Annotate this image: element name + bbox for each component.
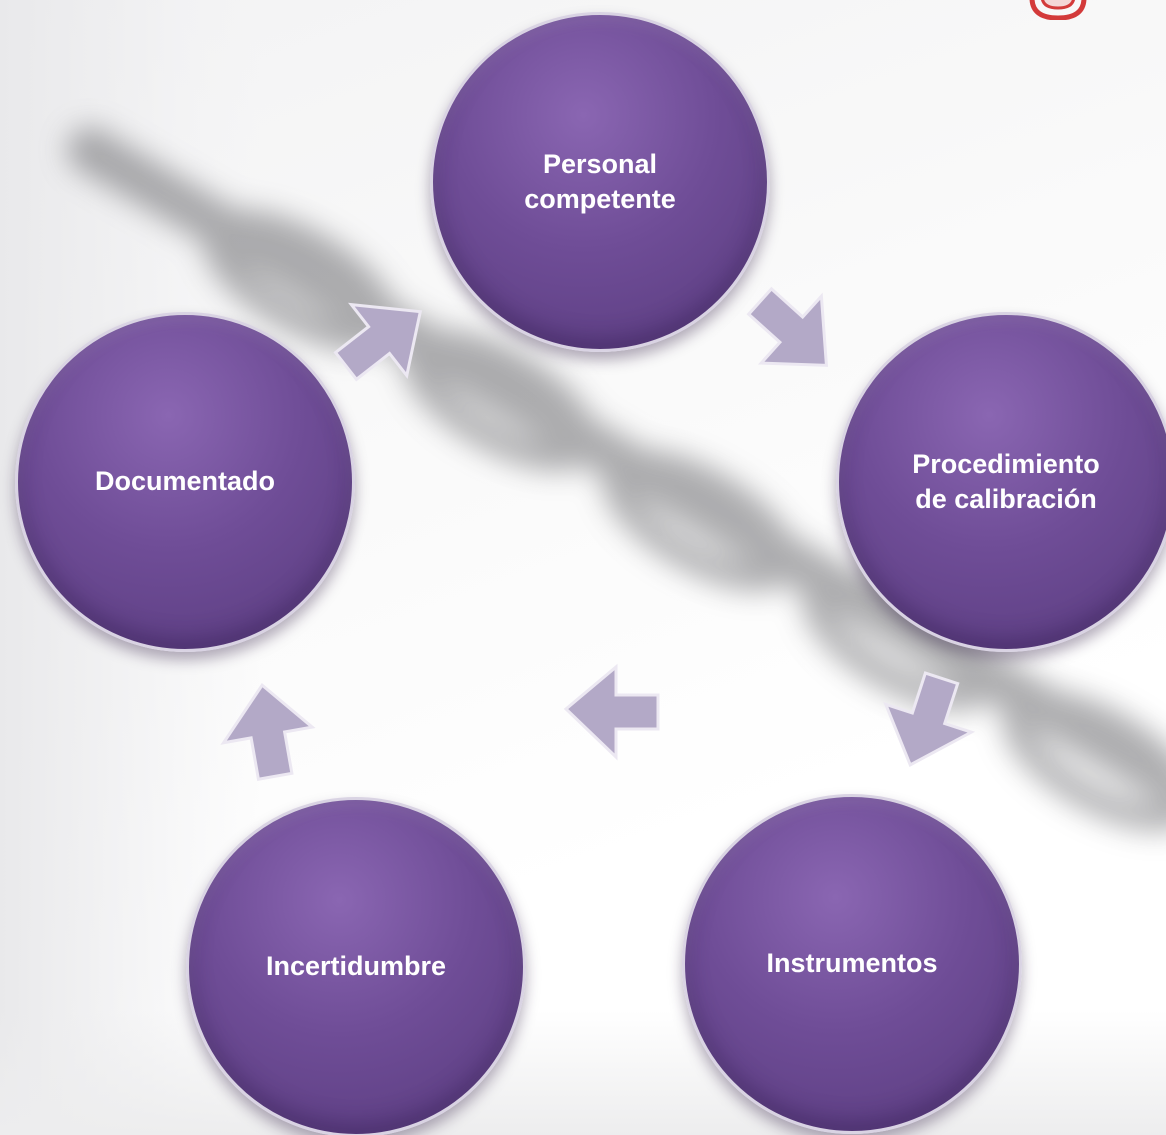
node-incertidumbre: Incertidumbre (186, 797, 526, 1135)
arrow-instrumentos-to-incertidumbre (556, 657, 666, 767)
node-label: Documentado (94, 466, 275, 497)
node-label: Procedimiento de calibración (912, 448, 1100, 514)
arrow-documentado-to-personal (328, 282, 438, 392)
logo-mark (1029, 0, 1087, 20)
node-label: Incertidumbre (265, 951, 447, 982)
node-personal-competente: Personal competente (430, 12, 770, 352)
node-instrumentos: Instrumentos (682, 794, 1022, 1134)
node-documentado: Documentado (15, 312, 355, 652)
arrow-personal-to-procedimiento (740, 278, 850, 383)
arrow-procedimiento-to-instrumentos (872, 668, 982, 778)
node-label: Instrumentos (766, 948, 938, 979)
node-label: Personal competente (524, 148, 676, 214)
node-procedimiento-de-calibracion: Procedimiento de calibración (836, 312, 1166, 652)
arrow-incertidumbre-to-documentado (212, 675, 322, 785)
